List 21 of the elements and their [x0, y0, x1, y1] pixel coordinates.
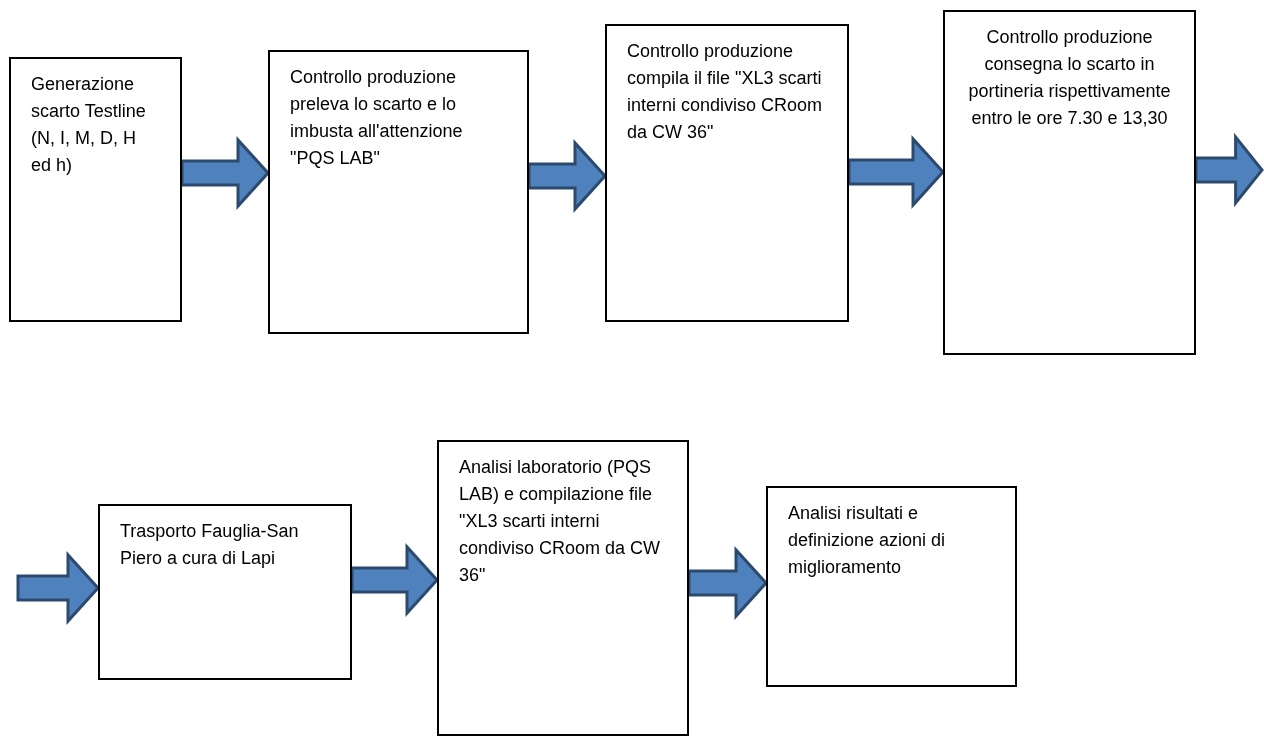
process-box [268, 50, 529, 334]
process-box [766, 486, 1017, 687]
process-box [437, 440, 689, 736]
block-arrow [16, 551, 101, 625]
step-text: Analisi risultati e definizione azioni di miglioramento [788, 502, 947, 579]
process-box [943, 10, 1196, 355]
step-text: Generazione scarto Testline (N, I, M, D, H ed h) [31, 73, 147, 177]
step-text: Analisi laboratorio (PQS LAB) e compilazione file "XL3 scarti interni condiviso CRoom da CW 36" [459, 456, 662, 587]
step-text: Trasporto Fauglia-San Piero a cura di Lapi [120, 520, 300, 570]
process-box [9, 57, 182, 322]
step-text: Controllo produzione consegna lo scarto in portineria rispettivamente entro le ore 7.30 e 13,30 [967, 26, 1172, 130]
block-arrow [687, 546, 769, 620]
step-text: Controllo produzione preleva lo scarto e lo imbusta all'attenzione "PQS LAB" [290, 66, 464, 170]
block-arrow [1194, 132, 1264, 208]
block-arrow [527, 139, 608, 213]
process-box [605, 24, 849, 322]
block-arrow [350, 543, 440, 617]
block-arrow [180, 136, 271, 210]
step-text: Controllo produzione compila il file "XL3 scarti interni condiviso CRoom da CW 36" [627, 40, 824, 144]
block-arrow [847, 135, 946, 209]
process-box [98, 504, 352, 680]
